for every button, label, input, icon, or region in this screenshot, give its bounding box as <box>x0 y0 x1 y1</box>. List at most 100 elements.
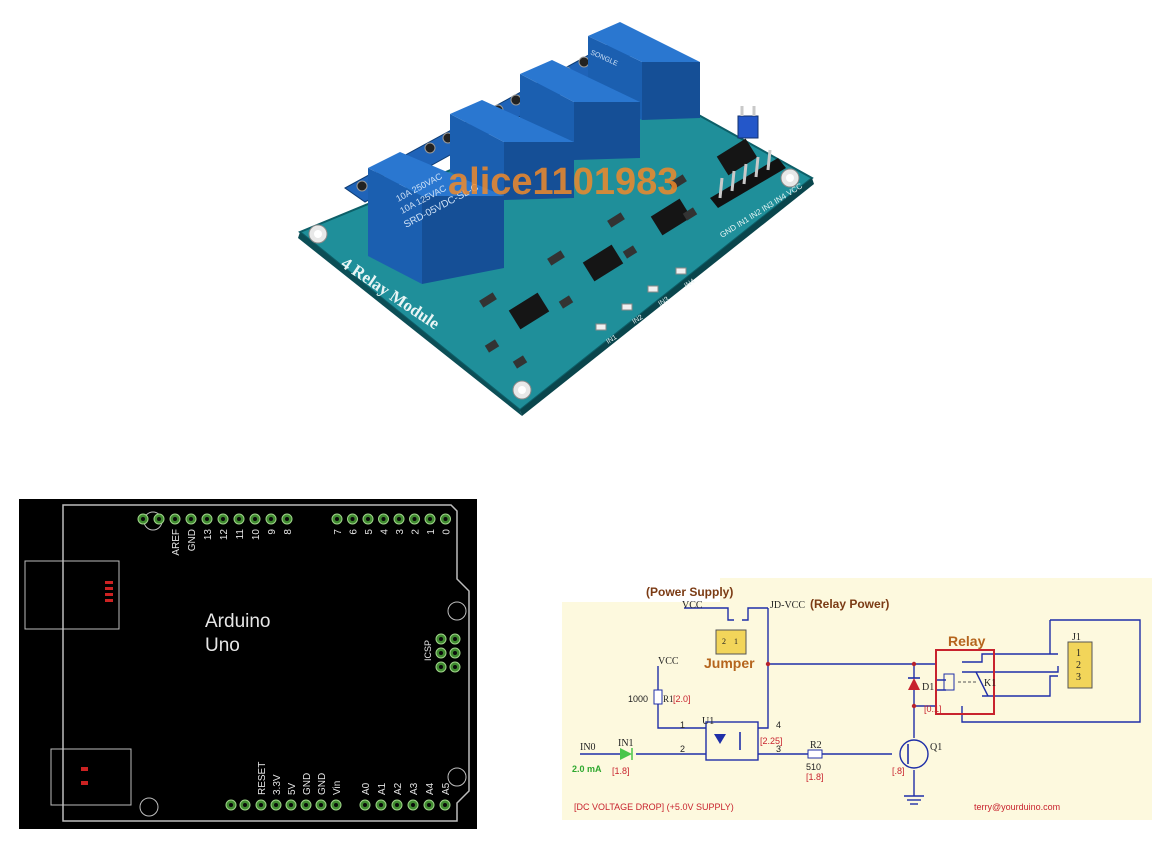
j1-pin-2: 2 <box>1076 660 1081 671</box>
jumper-pin-1: 1 <box>734 637 738 646</box>
pin-label: A5 <box>441 782 452 795</box>
u1-optocoupler <box>705 721 759 761</box>
relay-coil <box>943 673 955 691</box>
q1-transistor <box>899 739 929 769</box>
board-title-line2: Uno <box>205 635 240 656</box>
relay-box <box>935 649 995 715</box>
u1-pin-2: 2 <box>680 744 685 754</box>
relay-label: Relay <box>948 633 986 649</box>
pin-label: 12 <box>219 529 230 541</box>
optocouplers <box>508 138 758 330</box>
mounting-hole <box>139 797 159 817</box>
ground-symbol <box>904 795 924 805</box>
r1-value: 1000 <box>628 694 648 704</box>
pin-label: A0 <box>361 782 372 795</box>
in1-led <box>620 748 632 760</box>
junctions <box>765 661 917 709</box>
relay-contact <box>975 671 989 697</box>
watermark: alice1101983 <box>448 161 678 203</box>
relay-2 <box>450 100 574 200</box>
vcc-top-label: VCC <box>682 600 703 611</box>
relay-module-photo: 10A 250VAC 10A 125VAC SRD-05VDC-SL-C SON… <box>290 18 820 418</box>
pin-label: 10 <box>251 529 262 541</box>
pin-label: 11 <box>235 529 246 540</box>
bottom-header-right: A0 A1 A2 A3 A4 A5 <box>359 782 452 811</box>
j1-label: J1 <box>1072 632 1081 643</box>
pin-label: 7 <box>333 529 344 535</box>
led-label-in4: IN4 <box>683 278 696 290</box>
pin-label: 13 <box>203 529 214 541</box>
icsp-header <box>435 633 461 673</box>
pin-label: 5 <box>364 529 375 535</box>
j1-pin-3: 3 <box>1076 672 1081 683</box>
u1-drop: [2.25] <box>760 736 783 746</box>
in-current: 2.0 mA <box>572 764 602 774</box>
vcc-r1-label: VCC <box>658 656 679 667</box>
u1-pin-4: 4 <box>776 720 781 730</box>
pin-label: A4 <box>425 782 436 795</box>
smd-components <box>479 174 698 369</box>
pin-label: GND <box>187 529 198 551</box>
header-pins <box>710 149 786 208</box>
mounting-hole <box>447 767 467 787</box>
led-label-in3: IN3 <box>657 296 670 308</box>
pin-label: A1 <box>377 782 388 795</box>
u1-label: U1 <box>702 716 714 727</box>
r2-value: 510 <box>806 762 821 772</box>
q1-label: Q1 <box>930 742 942 753</box>
d1-label: D1 <box>922 682 934 693</box>
indicator-leds <box>595 267 687 331</box>
board-title-line1: Arduino <box>205 611 271 632</box>
board-outline <box>62 504 470 822</box>
relay-schematic: (Power Supply) VCC JD-VCC (Relay Power) … <box>562 578 1152 820</box>
icsp-label: ICSP <box>423 640 433 661</box>
in0-label: IN0 <box>580 742 596 753</box>
pin-label: 1 <box>426 529 437 535</box>
jumper-cap <box>737 106 759 139</box>
r1-drop: [2.0] <box>673 694 691 704</box>
pin-label: A2 <box>393 782 404 795</box>
pin-label: GND <box>302 773 313 795</box>
pin-label: 6 <box>349 529 360 535</box>
k1-label: K1 <box>984 678 996 689</box>
pin-label: 3 <box>395 529 406 535</box>
led-label-in2: IN2 <box>631 314 644 326</box>
power-supply-label: (Power Supply) <box>646 585 733 599</box>
power-jack <box>50 748 132 806</box>
footer-voltage-drop: [DC VOLTAGE DROP] (+5.0V SUPPLY) <box>574 802 734 812</box>
relay-1 <box>368 152 504 284</box>
d1-diode <box>908 678 920 690</box>
pin-label: Vin <box>332 781 343 795</box>
usb-connector <box>24 560 120 630</box>
u1-pin-3: 3 <box>776 744 781 754</box>
in1-drop: [1.8] <box>612 766 630 776</box>
footer-email: terry@yourduino.com <box>974 802 1060 812</box>
jd-vcc-label: JD-VCC <box>770 600 805 611</box>
r2-resistor <box>807 749 823 759</box>
pin-label: AREF <box>171 529 182 556</box>
jumper-pin-2: 2 <box>722 637 726 646</box>
pin-label: A3 <box>409 782 420 795</box>
pin-label: 8 <box>283 529 294 535</box>
pin-label: GND <box>317 773 328 795</box>
pin-label: 0 <box>442 529 453 535</box>
pin-label: 3.3V <box>272 774 283 795</box>
r2-drop: [1.8] <box>806 772 824 782</box>
pin-label: 4 <box>380 529 391 535</box>
r2-name: R2 <box>810 740 822 751</box>
d1-drop: [0.1] <box>924 704 942 714</box>
r1-name: R1 <box>663 694 674 704</box>
led-label-in1: IN1 <box>605 334 618 346</box>
jumper-label: Jumper <box>704 655 755 671</box>
pin-label: RESET <box>257 762 268 795</box>
schematic-drawing: (Power Supply) VCC JD-VCC (Relay Power) … <box>562 578 1141 812</box>
in1-label: IN1 <box>618 738 634 749</box>
q1-drop: [.8] <box>892 766 905 776</box>
jumper-block <box>715 629 747 655</box>
u1-pin-1: 1 <box>680 720 685 730</box>
